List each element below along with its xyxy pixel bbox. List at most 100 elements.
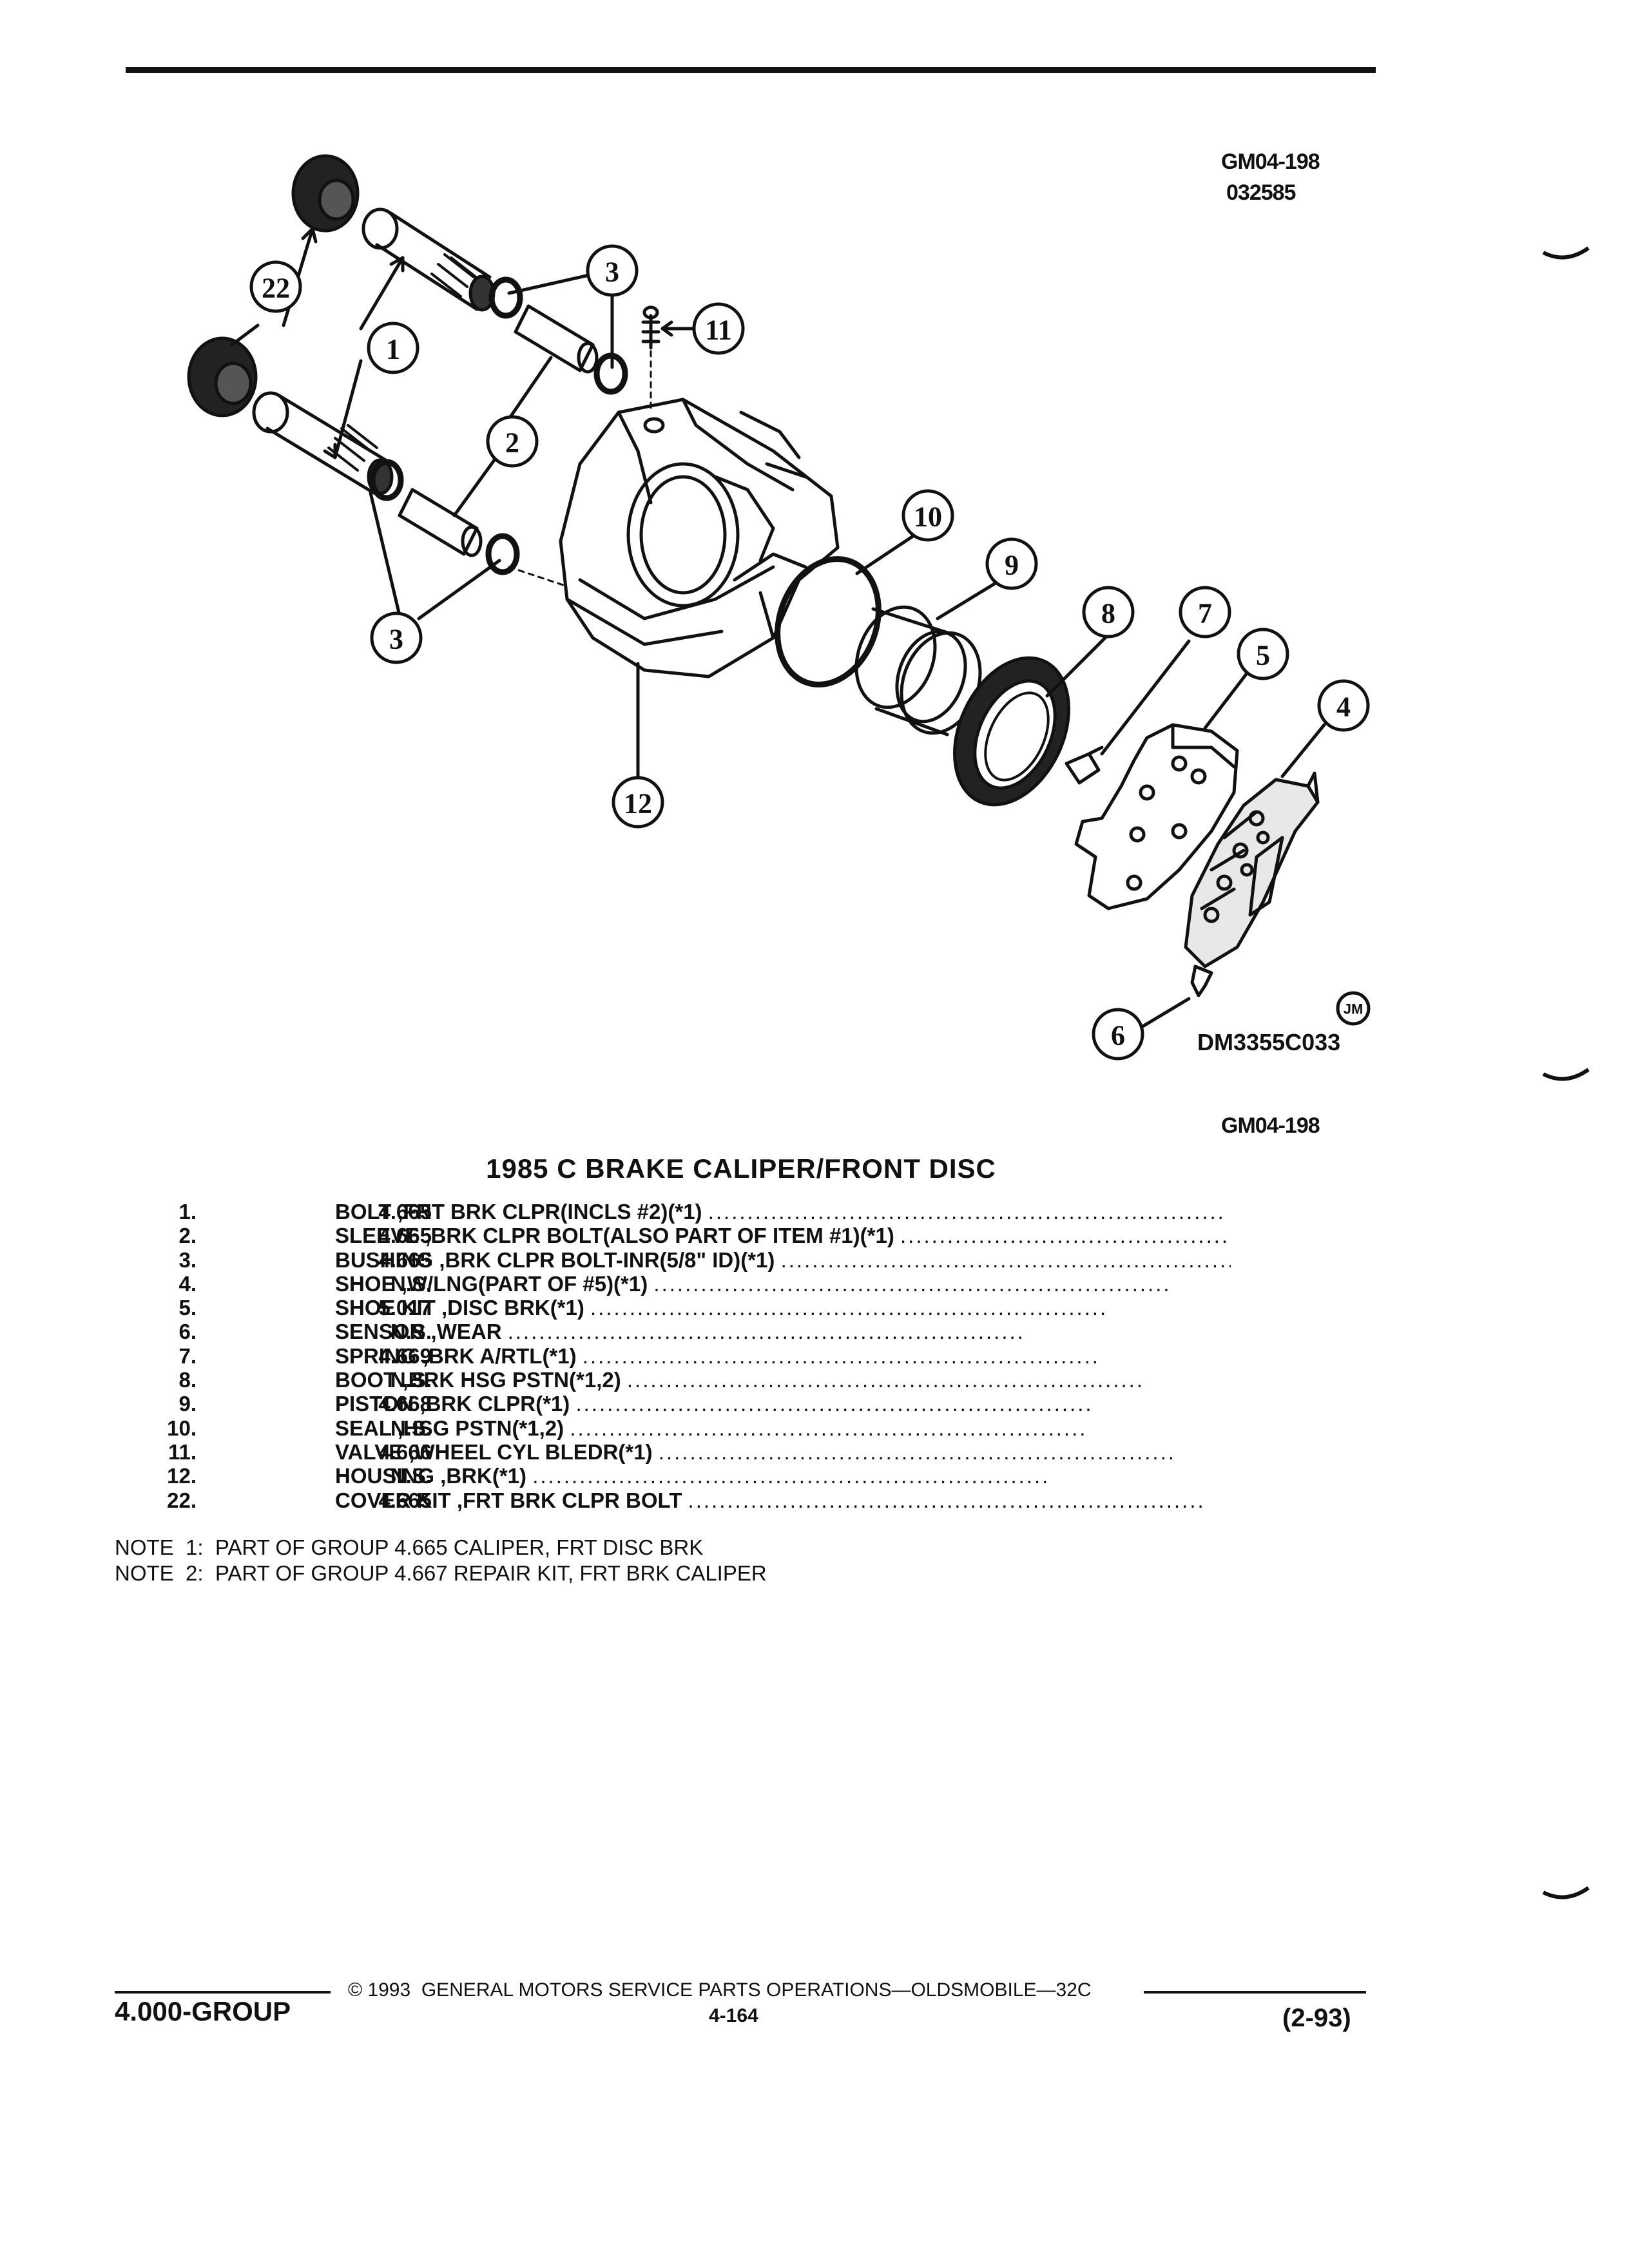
- part-description: SEAL ,HSG PSTN(*1,2): [335, 1416, 564, 1440]
- item-number: 10.: [167, 1416, 197, 1440]
- item-number: 9.: [178, 1392, 197, 1416]
- part-description: PISTON ,BRK CLPR(*1): [335, 1392, 570, 1416]
- part-row: 6. N.S.SENSOR ,WEAR .....................…: [116, 1320, 1231, 1343]
- caption-code: GM04-198: [1221, 1113, 1320, 1138]
- group-number: 4.668: [378, 1392, 432, 1416]
- item-number: 6.: [178, 1320, 197, 1344]
- item-number: 4.: [178, 1271, 197, 1296]
- callout-9: 9: [1005, 550, 1019, 581]
- artist-mark: JM: [1344, 1001, 1364, 1017]
- group-number: 4.666: [378, 1439, 432, 1464]
- group-number: 4.665: [378, 1488, 432, 1512]
- note-1: NOTE 1: PART OF GROUP 4.665 CALIPER, FRT…: [115, 1535, 704, 1559]
- callout-5: 5: [1256, 640, 1270, 671]
- item-number: 5.: [178, 1296, 197, 1320]
- group-number: N.S.: [390, 1368, 432, 1392]
- leader-dots: ........................................…: [900, 1224, 1231, 1248]
- callout-7: 7: [1198, 598, 1212, 629]
- part-description: SPRING ,BRK A/RTL(*1): [335, 1343, 577, 1368]
- group-number: 5.017: [378, 1296, 432, 1320]
- callout-10: 10: [914, 501, 942, 533]
- callout-4: 4: [1336, 691, 1351, 723]
- callout-8: 8: [1101, 598, 1115, 629]
- callout-1: 1: [386, 334, 400, 365]
- part-description: HOUSING ,BRK(*1): [335, 1464, 527, 1488]
- part-description: SHOE KIT ,DISC BRK(*1): [335, 1296, 584, 1320]
- notes: NOTE 1: PART OF GROUP 4.665 CALIPER, FRT…: [115, 1535, 767, 1586]
- leader-dots: ........................................…: [658, 1439, 1176, 1464]
- footer-rule-right: [1144, 1991, 1366, 1994]
- group-number: 4.665: [378, 1247, 432, 1272]
- group-number: N.S.: [390, 1416, 432, 1440]
- callout-12: 12: [624, 788, 652, 820]
- leader-dots: ........................................…: [532, 1464, 1050, 1488]
- part-row: 12. N.S.HOUSING ,BRK(*1) ................…: [116, 1464, 1231, 1488]
- item-number: 8.: [178, 1368, 197, 1392]
- margin-mark: [1542, 1886, 1590, 1899]
- callout-22: 22: [262, 273, 290, 304]
- caliper-housing: [559, 398, 840, 678]
- margin-mark: [1542, 246, 1590, 260]
- part-row: 8. N.S.BOOT ,BRK HSG PSTN(*1,2) .........…: [116, 1368, 1231, 1392]
- drawing-number: DM3355C033: [1197, 1029, 1340, 1055]
- part-description: COVER KIT ,FRT BRK CLPR BOLT: [335, 1488, 682, 1512]
- bolt-upper: [361, 207, 496, 312]
- page-title: 1985 C BRAKE CALIPER/FRONT DISC: [486, 1153, 996, 1184]
- item-number: 7.: [178, 1343, 197, 1368]
- callout-3-upper: 3: [605, 256, 619, 288]
- footer-page-number: 4-164: [709, 2005, 758, 2026]
- footer-rule-left: [115, 1991, 331, 1994]
- leader-dots: ........................................…: [507, 1320, 1025, 1344]
- part-description: BOOT ,BRK HSG PSTN(*1,2): [335, 1368, 621, 1392]
- group-number: N.S.: [390, 1320, 432, 1344]
- cover-cap-lower: [187, 336, 258, 418]
- item-number: 11.: [168, 1439, 197, 1464]
- item-number: 22.: [167, 1488, 197, 1512]
- group-number: N.S.: [390, 1464, 432, 1488]
- footer-revision: (2-93): [1282, 2004, 1351, 2032]
- leader-dots: ........................................…: [653, 1271, 1171, 1296]
- part-row: 4. N.S.SHOE ,W/LNG(PART OF #5)(*1) ......…: [116, 1272, 1231, 1296]
- part-description: BUSHING ,BRK CLPR BOLT-INR(5/8" ID)(*1): [335, 1247, 775, 1272]
- cover-cap-upper: [291, 154, 360, 233]
- leader-dots: ........................................…: [570, 1416, 1088, 1440]
- part-description: SLEEVE ,BRK CLPR BOLT(ALSO PART OF ITEM …: [335, 1224, 894, 1248]
- part-row: 10. N.S.SEAL ,HSG PSTN(*1,2) ............…: [116, 1416, 1231, 1440]
- leader-dots: ........................................…: [708, 1200, 1226, 1224]
- callout-2: 2: [505, 427, 519, 459]
- leader-dots: ........................................…: [780, 1247, 1231, 1272]
- item-number: 3.: [178, 1247, 197, 1272]
- top-rule: [126, 67, 1376, 73]
- leader-dots: ........................................…: [688, 1488, 1206, 1512]
- brake-caliper-exploded-diagram: 22 1 3 11 2 10 9 3 12 8 7 5 4 6 JM DM335…: [187, 154, 1371, 1061]
- part-description: SENSOR ,WEAR: [335, 1320, 502, 1344]
- footer-copyright: © 1993 GENERAL MOTORS SERVICE PARTS OPER…: [348, 1979, 1092, 2001]
- part-description: VALVE ,WHEEL CYL BLEDR(*1): [335, 1439, 653, 1464]
- leader-dots: ........................................…: [626, 1368, 1145, 1392]
- leader-dots: ........................................…: [575, 1392, 1094, 1416]
- illustration-date-code: 032585: [1226, 180, 1296, 205]
- group-number: 4.665: [378, 1200, 432, 1224]
- item-number: 12.: [167, 1464, 197, 1488]
- group-number: 4.665: [378, 1224, 432, 1248]
- piston: [854, 605, 982, 736]
- note-2: NOTE 2: PART OF GROUP 4.667 REPAIR KIT, …: [115, 1561, 767, 1585]
- illustration-code: GM04-198: [1221, 149, 1320, 174]
- footer-group: 4.000-GROUP: [115, 1996, 291, 2026]
- callout-6: 6: [1111, 1020, 1125, 1052]
- group-number: 4.669: [378, 1343, 432, 1368]
- part-description: BOLT ,FRT BRK CLPR(INCLS #2)(*1): [335, 1200, 702, 1224]
- part-description: SHOE ,W/LNG(PART OF #5)(*1): [335, 1271, 648, 1296]
- outer-shoe: [1074, 723, 1239, 910]
- item-number: 2.: [178, 1224, 197, 1248]
- group-number: N.S.: [390, 1271, 432, 1296]
- item-number: 1.: [178, 1200, 197, 1224]
